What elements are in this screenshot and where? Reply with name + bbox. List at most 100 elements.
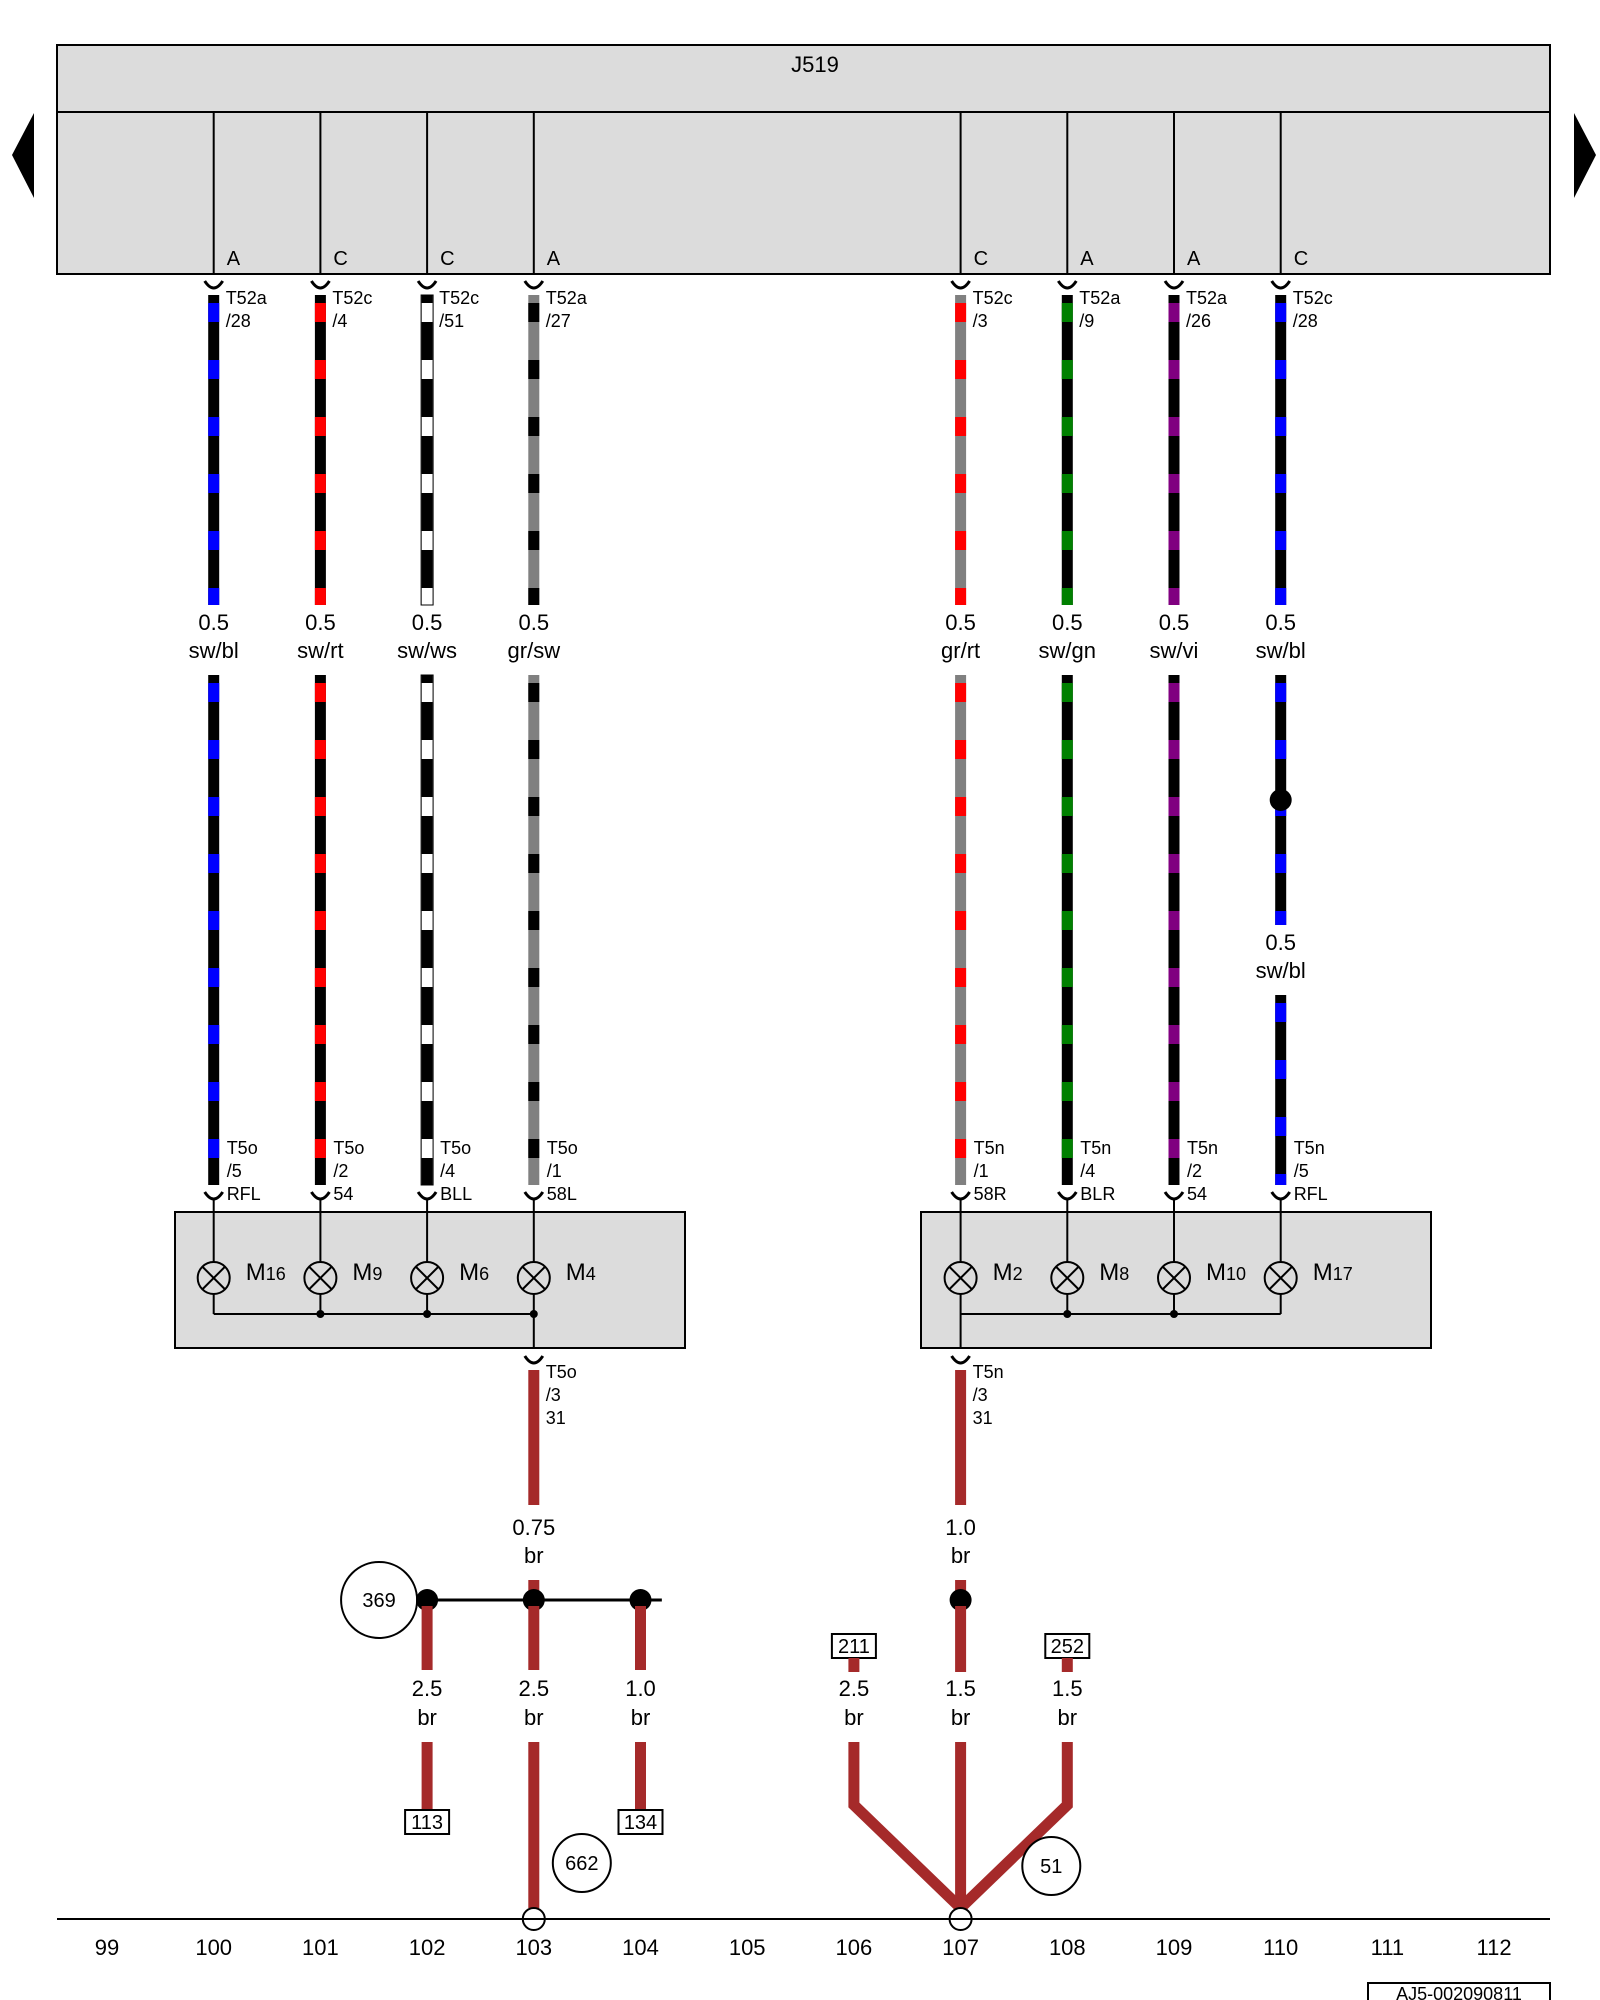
control-unit-j519: J519 <box>56 44 1551 275</box>
right-branch-color-107: br <box>951 1705 971 1730</box>
pin-top-109 <box>1163 280 1185 290</box>
terminal-label-103: T52a <box>546 288 588 308</box>
terminal-pin-107: /3 <box>973 311 988 331</box>
control-unit-label: J519 <box>791 52 839 77</box>
lamp-label-103: M4 <box>566 1259 596 1286</box>
left-branch-ref-box-102 <box>404 1809 451 1835</box>
right-branch-ref-box-108 <box>1044 1633 1091 1659</box>
wire-color-110-lower: sw/bl <box>1256 958 1306 983</box>
left-ground-point-circle <box>551 1833 612 1893</box>
right-branch-gauge-106: 2.5 <box>839 1676 870 1701</box>
connector-letter-100: A <box>227 248 241 270</box>
lamp-conn-func-100: RFL <box>227 1184 261 1204</box>
right-branch-gauge-107: 1.5 <box>945 1676 976 1701</box>
lamp-cross-b-102 <box>415 1266 439 1290</box>
lamp-conn-func-109: 54 <box>1187 1184 1207 1204</box>
pin-top-100 <box>203 280 224 290</box>
wire-color-100: sw/bl <box>189 638 239 663</box>
scale-number-107: 107 <box>942 1935 979 1960</box>
lamp-label-109: M10 <box>1206 1259 1246 1286</box>
right-branch-wire-b-106 <box>848 1742 965 1912</box>
scale-number-110: 110 <box>1263 1935 1298 1960</box>
right-branch-ref-106: 211 <box>838 1636 870 1658</box>
left-junction-node-104 <box>629 1589 652 1611</box>
right-ground-point-circle <box>1021 1836 1082 1896</box>
left-branch-ref-102: 113 <box>411 1812 443 1834</box>
pin-top-107 <box>950 280 971 290</box>
bus-node-101 <box>316 1310 325 1318</box>
left-branch-ref-box-104 <box>617 1809 664 1835</box>
wires-layer <box>203 112 1292 1365</box>
scale-number-106: 106 <box>836 1935 873 1960</box>
left-ground-conn-label: T5o <box>546 1362 577 1382</box>
lamp-label-101: M9 <box>352 1259 382 1286</box>
left-branch-color-102: br <box>417 1705 437 1730</box>
terminal-label-110: T52c <box>1293 288 1333 308</box>
wire-gauge-109: 0.5 <box>1159 610 1190 635</box>
left-ground-ref-label: 369 <box>362 1590 395 1612</box>
right-ground-conn-label: T5n <box>973 1362 1004 1382</box>
terminal-pin-100: /28 <box>226 311 251 331</box>
terminal-pin-108: /9 <box>1079 311 1094 331</box>
ground-layer <box>340 1370 1091 1931</box>
pin-lamp-109 <box>1163 1191 1185 1201</box>
lamp-cross-b-107 <box>948 1266 973 1290</box>
scale-number-99: 99 <box>95 1935 119 1960</box>
lamp-cross-b-109 <box>1162 1266 1186 1290</box>
lamp-conn-func-110: RFL <box>1294 1184 1328 1204</box>
left-ground-conn-pin: /3 <box>546 1385 561 1405</box>
scale-number-105: 105 <box>729 1935 766 1960</box>
lamp-conn-func-107: 58R <box>974 1184 1007 1204</box>
pin-lamp-107 <box>950 1191 971 1201</box>
terminal-label-109: T52a <box>1186 288 1228 308</box>
pin-lamp-110 <box>1270 1191 1291 1201</box>
pin-lamp-100 <box>203 1191 224 1201</box>
scale-number-101: 101 <box>302 1935 339 1960</box>
lamp-label-108: M8 <box>1099 1259 1129 1286</box>
lamp-conn-label-102: T5o <box>440 1138 471 1158</box>
pin-top-101 <box>310 280 331 290</box>
right-junction-node-107 <box>949 1589 972 1611</box>
scale-number-100: 100 <box>195 1935 232 1960</box>
scale-number-104: 104 <box>622 1935 659 1960</box>
left-ground-pin <box>523 1355 545 1365</box>
splice-dot-110 <box>1269 789 1292 811</box>
wire-color-101: sw/rt <box>297 638 343 663</box>
scale-number-108: 108 <box>1049 1935 1086 1960</box>
wire-gauge-110: 0.5 <box>1265 610 1296 635</box>
scale-number-102: 102 <box>409 1935 446 1960</box>
lamp-label-110: M17 <box>1313 1259 1353 1286</box>
lamp-conn-func-103: 58L <box>547 1184 577 1204</box>
terminal-pin-103: /27 <box>546 311 571 331</box>
triangle-right-icon[interactable] <box>1574 113 1596 198</box>
pin-lamp-102 <box>416 1191 438 1201</box>
right-branch-color-106: br <box>844 1705 864 1730</box>
right-ground-point-label: 51 <box>1040 1856 1062 1878</box>
connector-letter-110: C <box>1294 248 1308 270</box>
lamp-conn-pin-109: /2 <box>1187 1161 1202 1181</box>
lamp-conn-func-101: 54 <box>333 1184 353 1204</box>
terminal-label-101: T52c <box>332 288 372 308</box>
wire-gauge-110-lower: 0.5 <box>1265 930 1296 955</box>
triangle-left-icon[interactable] <box>12 113 34 198</box>
pin-top-110 <box>1270 280 1291 290</box>
lamp-conn-label-108: T5n <box>1080 1138 1111 1158</box>
left-junction-node-103 <box>522 1589 545 1611</box>
lamp-conn-pin-101: /2 <box>333 1161 348 1181</box>
terminal-label-102: T52c <box>439 288 479 308</box>
pin-lamp-108 <box>1057 1191 1078 1201</box>
right-ground-conn-pin: /3 <box>973 1385 988 1405</box>
wire-gauge-102: 0.5 <box>412 610 443 635</box>
left-ground-conn-func: 31 <box>546 1408 566 1428</box>
left-branch-gauge-104: 1.0 <box>625 1676 656 1701</box>
pin-lamp-103 <box>523 1191 545 1201</box>
wire-upper-102-outline <box>420 294 434 606</box>
bus-node-102 <box>423 1310 432 1318</box>
wire-color-107: gr/rt <box>941 638 980 663</box>
left-branch-gauge-103: 2.5 <box>519 1676 550 1701</box>
lamp-label-100: M16 <box>246 1259 286 1286</box>
lamp-conn-pin-107: /1 <box>974 1161 989 1181</box>
terminal-pin-109: /26 <box>1186 311 1211 331</box>
